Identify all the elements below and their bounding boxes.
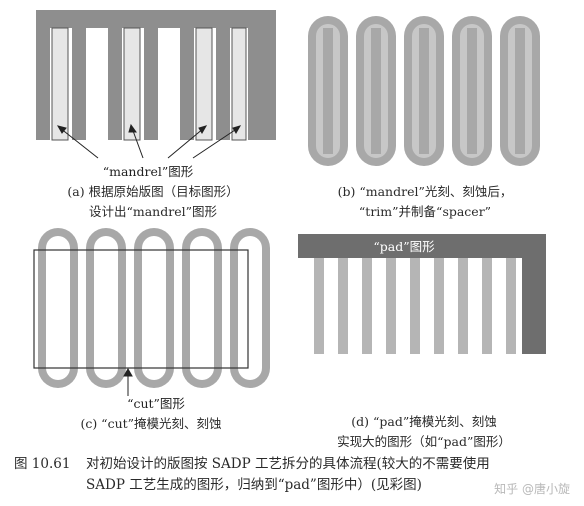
panel-b-diagram xyxy=(308,16,540,166)
panel-d-caption: (d) “pad”掩模光刻、刻蚀 实现大的图形（如“pad”图形） xyxy=(296,412,552,452)
cut-pointer-label: “cut”图形 xyxy=(127,396,185,411)
panel-d-caption-line1: (d) “pad”掩模光刻、刻蚀 xyxy=(351,414,497,429)
panel-a-caption-line1: (a) 根据原始版图（目标图形） xyxy=(67,184,239,199)
panel-b-caption-line2: “trim”并制备“spacer” xyxy=(358,204,492,219)
panel-a-diagram: “mandrel”图形 xyxy=(36,10,276,179)
right-block xyxy=(248,10,276,140)
pointer-arrows xyxy=(56,123,242,159)
top-bar xyxy=(36,10,276,28)
pad-right-block xyxy=(522,234,546,354)
loops-with-cut xyxy=(38,228,270,388)
panel-a-caption-line2: 设计出“mandrel”图形 xyxy=(88,204,217,219)
pad-bar xyxy=(298,234,546,258)
figure-caption: 图 10.61 对初始设计的版图按 SADP 工艺拆分的具体流程(较大的不需要使用… xyxy=(14,454,574,496)
vertical-lines xyxy=(36,28,230,140)
panel-c-caption: (c) “cut”掩模光刻、刻蚀 xyxy=(26,414,276,434)
figure-number: 图 10.61 xyxy=(14,456,71,472)
pad-bar-label: “pad”图形 xyxy=(373,239,435,254)
panel-d-caption-line2: 实现大的图形（如“pad”图形） xyxy=(337,434,511,449)
final-lines xyxy=(314,258,516,354)
figure-caption-line2: SADP 工艺生成的图形，归纳到“pad”图形中）(见彩图) xyxy=(86,477,422,493)
panel-d-diagram: “pad”图形 xyxy=(298,234,546,354)
panel-c-caption-line1: (c) “cut”掩模光刻、刻蚀 xyxy=(80,416,222,431)
figure-caption-line1: 对初始设计的版图按 SADP 工艺拆分的具体流程(较大的不需要使用 xyxy=(86,456,490,472)
panel-b-caption-line1: (b) “mandrel”光刻、刻蚀后， xyxy=(337,184,513,199)
watermark: 知乎 @唐小旋 xyxy=(494,482,570,496)
spacer-loops xyxy=(308,16,540,166)
mandrel-pointer-label: “mandrel”图形 xyxy=(103,164,194,179)
cut-window xyxy=(33,249,249,369)
panel-b-caption: (b) “mandrel”光刻、刻蚀后， “trim”并制备“spacer” xyxy=(300,182,550,222)
panel-c-diagram: “cut”图形 xyxy=(33,228,270,411)
mandrel-shapes xyxy=(51,27,247,141)
cut-pointer-arrow xyxy=(123,367,133,396)
panel-a-caption: (a) 根据原始版图（目标图形） 设计出“mandrel”图形 xyxy=(28,182,278,222)
